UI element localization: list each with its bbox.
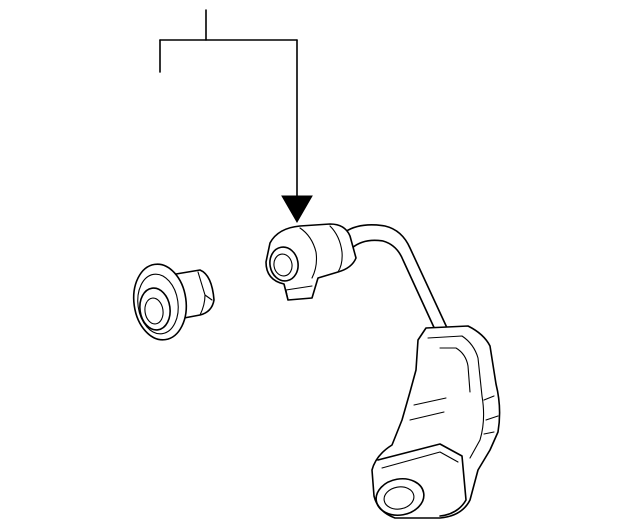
cable-icon — [344, 224, 449, 335]
down-arrow-icon — [281, 195, 313, 224]
grommet-icon — [132, 263, 215, 341]
callout-leader — [159, 9, 313, 224]
camera-icon — [371, 325, 501, 519]
connector-icon — [265, 223, 357, 301]
